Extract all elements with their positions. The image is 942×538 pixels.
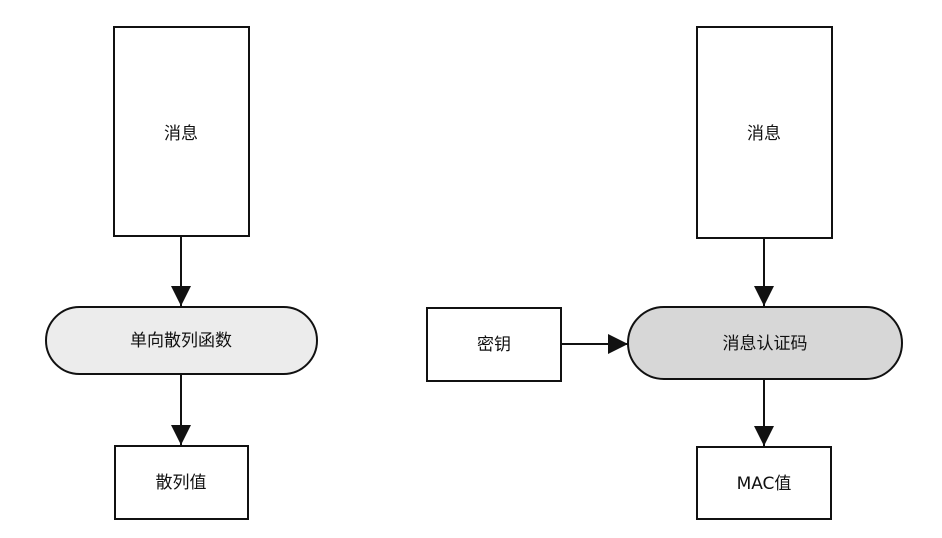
right-function-label: 消息认证码 xyxy=(723,334,808,354)
right-output-box xyxy=(696,446,832,520)
key-label: 密钥 xyxy=(477,335,511,355)
left-message-label: 消息 xyxy=(164,124,198,144)
key-box xyxy=(426,307,562,382)
right-mac-flow: 消息 密钥 消息认证码 MAC值 xyxy=(426,26,903,520)
left-output-box xyxy=(114,445,249,520)
left-message-box xyxy=(113,26,250,237)
right-output-label: MAC值 xyxy=(737,474,792,494)
left-function-label: 单向散列函数 xyxy=(130,331,232,351)
left-hash-flow: 消息 单向散列函数 散列值 xyxy=(45,26,318,520)
left-output-label: 散列值 xyxy=(156,473,207,493)
right-message-label: 消息 xyxy=(747,124,781,144)
right-message-box xyxy=(696,26,833,239)
